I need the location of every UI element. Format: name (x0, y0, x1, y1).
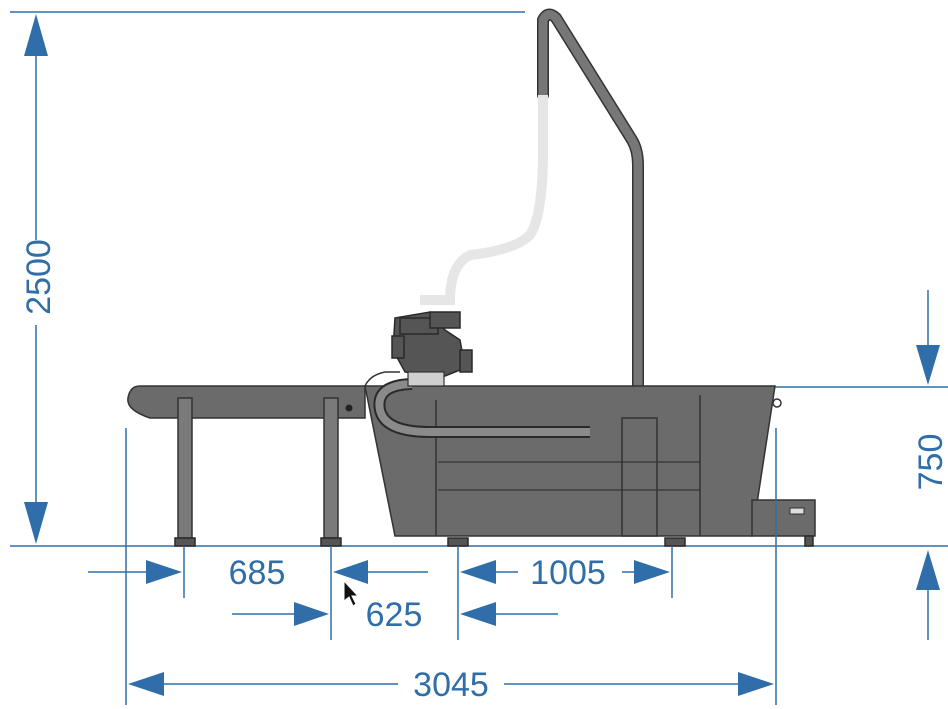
conveyor-sensor (345, 404, 353, 412)
foot-spacing-label: 1005 (530, 554, 606, 592)
cabinet-foot-1 (447, 537, 469, 547)
conveyor-leg-1 (177, 397, 193, 539)
main-cabinet (364, 385, 776, 537)
cable (420, 95, 548, 305)
conveyor-leg-2 (323, 397, 339, 539)
dimension-table-height: 750 (912, 290, 948, 640)
arm-mount (621, 417, 658, 537)
conveyor-foot-2 (320, 537, 342, 547)
dimension-total-length: 3045 (128, 666, 774, 704)
scanner-head (391, 311, 473, 387)
dimension-leg-offset: 685 (88, 554, 285, 592)
cabinet-foot-2 (664, 537, 686, 547)
table-height-label: 750 (912, 434, 948, 491)
leg-spacing-label: 625 (366, 596, 423, 634)
total-length-label: 3045 (413, 666, 489, 704)
mouse-cursor-icon (343, 579, 360, 607)
overhead-arm (538, 10, 643, 465)
dimension-foot-spacing: 1005 (460, 554, 670, 626)
leg-offset-label: 685 (229, 554, 286, 592)
dimension-leg-spacing: 625 (232, 560, 428, 634)
side-ledge (751, 499, 816, 537)
conveyor-foot-1 (174, 537, 196, 547)
dimension-total-height: 2500 (20, 14, 58, 544)
total-height-label: 2500 (20, 239, 58, 315)
